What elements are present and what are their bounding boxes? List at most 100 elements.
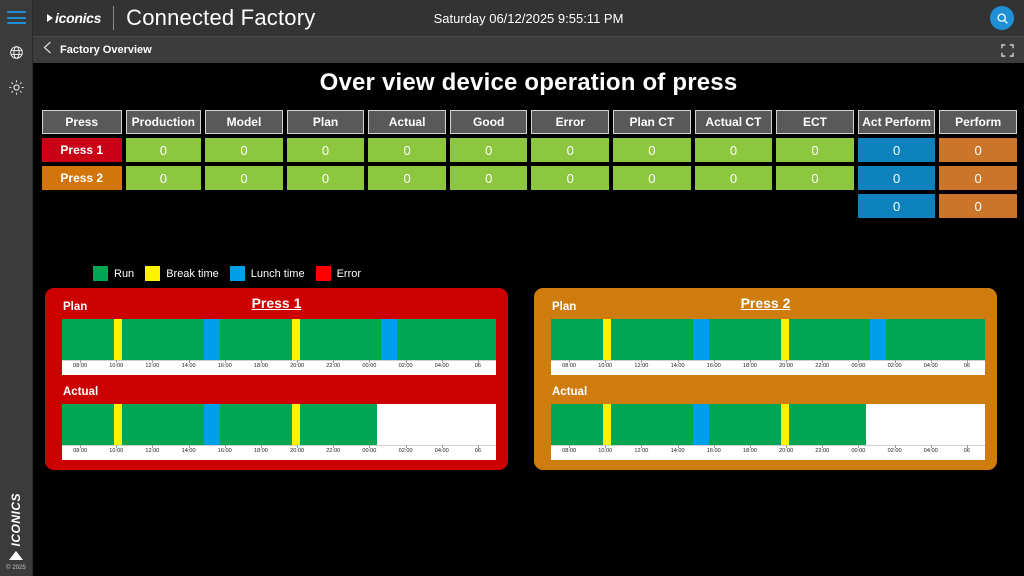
table-cell[interactable]: 0 xyxy=(613,166,691,190)
table-cell[interactable]: 0 xyxy=(857,194,936,218)
table-cell[interactable]: 0 xyxy=(776,138,854,162)
axis-tick-label: 08:00 xyxy=(73,363,88,369)
table-header-cell[interactable]: Plan CT xyxy=(613,110,691,134)
table-cell[interactable]: 0 xyxy=(449,138,528,162)
table-cell xyxy=(126,194,202,218)
table-cell[interactable]: 0 xyxy=(205,138,283,162)
axis-tick-label: 18:00 xyxy=(742,363,757,369)
table-cell[interactable]: 0 xyxy=(449,166,528,190)
table-cell[interactable]: 0 xyxy=(939,194,1017,218)
table-cell[interactable]: 0 xyxy=(368,138,446,162)
gantt-track xyxy=(551,319,985,360)
table-cell[interactable]: 0 xyxy=(857,138,936,162)
axis-tick-label: 08:00 xyxy=(562,363,577,369)
table-cell[interactable]: 0 xyxy=(286,138,365,162)
table-cell[interactable]: 0 xyxy=(857,166,936,190)
table-header-cell[interactable]: Press xyxy=(42,110,122,134)
search-icon xyxy=(996,12,1008,24)
press-name-cell xyxy=(42,194,122,218)
brand-logo[interactable]: iconics xyxy=(33,10,101,26)
table-header-cell[interactable]: Actual CT xyxy=(694,110,773,134)
settings-button[interactable] xyxy=(0,70,33,105)
axis-tick xyxy=(441,360,443,363)
table-cell[interactable]: 0 xyxy=(125,166,202,190)
press-name-cell[interactable]: Press 1 xyxy=(42,138,122,162)
axis-tick xyxy=(477,445,479,448)
gantt-segment xyxy=(610,404,693,445)
axis-tick xyxy=(369,445,371,448)
table-cell[interactable]: 0 xyxy=(939,166,1017,190)
axis-tick xyxy=(786,445,788,448)
table-header-cell[interactable]: Good xyxy=(449,110,528,134)
axis-tick-label: 20:00 xyxy=(290,448,305,454)
gantt-segment xyxy=(780,319,789,360)
table-header-cell[interactable]: Production xyxy=(125,110,202,134)
gantt-segment xyxy=(62,319,114,360)
search-button[interactable] xyxy=(990,6,1014,30)
axis-tick-label: 12:00 xyxy=(145,363,160,369)
axis-tick-label: 22:00 xyxy=(326,448,341,454)
axis-tick xyxy=(677,360,679,363)
gantt-segment xyxy=(381,319,398,360)
axis-tick xyxy=(930,445,932,448)
panel-title: Press 1 xyxy=(251,295,302,311)
breadcrumb-label[interactable]: Factory Overview xyxy=(60,44,152,56)
table-header-cell[interactable]: Actual xyxy=(368,110,446,134)
table-cell[interactable]: 0 xyxy=(531,166,610,190)
fullscreen-icon[interactable] xyxy=(1001,44,1014,57)
axis-tick xyxy=(749,360,751,363)
axis-tick-label: 04:00 xyxy=(434,363,449,369)
gantt-segment xyxy=(121,319,204,360)
top-bar: Saturday 06/12/2025 9:55:11 PM iconics C… xyxy=(33,0,1024,36)
table-cell[interactable]: 0 xyxy=(694,138,773,162)
back-button[interactable] xyxy=(33,41,60,59)
axis-tick-label: 10:00 xyxy=(109,448,124,454)
table-cell[interactable]: 0 xyxy=(613,138,691,162)
axis-tick-label: 00:00 xyxy=(851,448,866,454)
table-header-cell[interactable]: Act Perform xyxy=(857,110,936,134)
table-cell[interactable]: 0 xyxy=(368,166,446,190)
gear-icon xyxy=(8,80,24,95)
axis-tick-label: 10:00 xyxy=(598,448,613,454)
table-header-cell[interactable]: Perform xyxy=(939,110,1017,134)
axis-tick xyxy=(930,360,932,363)
axis-tick xyxy=(858,445,860,448)
axis-tick xyxy=(822,445,824,448)
table-header-cell[interactable]: ECT xyxy=(776,110,854,134)
table-cell[interactable]: 0 xyxy=(776,166,854,190)
axis-tick-label: 14:00 xyxy=(181,363,196,369)
axis-tick-label: 14:00 xyxy=(670,448,685,454)
table-cell[interactable]: 0 xyxy=(694,166,773,190)
axis-tick xyxy=(224,445,226,448)
table-cell[interactable]: 0 xyxy=(205,166,283,190)
table-header-cell[interactable]: Plan xyxy=(286,110,365,134)
axis-tick-label: 16:00 xyxy=(217,448,232,454)
menu-button[interactable] xyxy=(0,0,33,35)
dashboard-stage: Over view device operation of press Pres… xyxy=(33,63,1024,576)
press-name-cell[interactable]: Press 2 xyxy=(42,166,122,190)
table-cell[interactable]: 0 xyxy=(531,138,610,162)
gantt-segment xyxy=(113,404,122,445)
gantt-segment xyxy=(788,404,866,445)
table-cell xyxy=(450,194,528,218)
language-button[interactable] xyxy=(0,35,33,70)
gantt-segment xyxy=(709,404,781,445)
table-cell[interactable]: 0 xyxy=(125,138,202,162)
left-nav-rail: ICONICS © 2025 xyxy=(0,0,33,576)
table-header-cell[interactable]: Error xyxy=(531,110,610,134)
table-cell[interactable]: 0 xyxy=(939,138,1017,162)
table-cell[interactable]: 0 xyxy=(286,166,365,190)
table-header-cell[interactable]: Model xyxy=(205,110,283,134)
axis-tick xyxy=(441,445,443,448)
